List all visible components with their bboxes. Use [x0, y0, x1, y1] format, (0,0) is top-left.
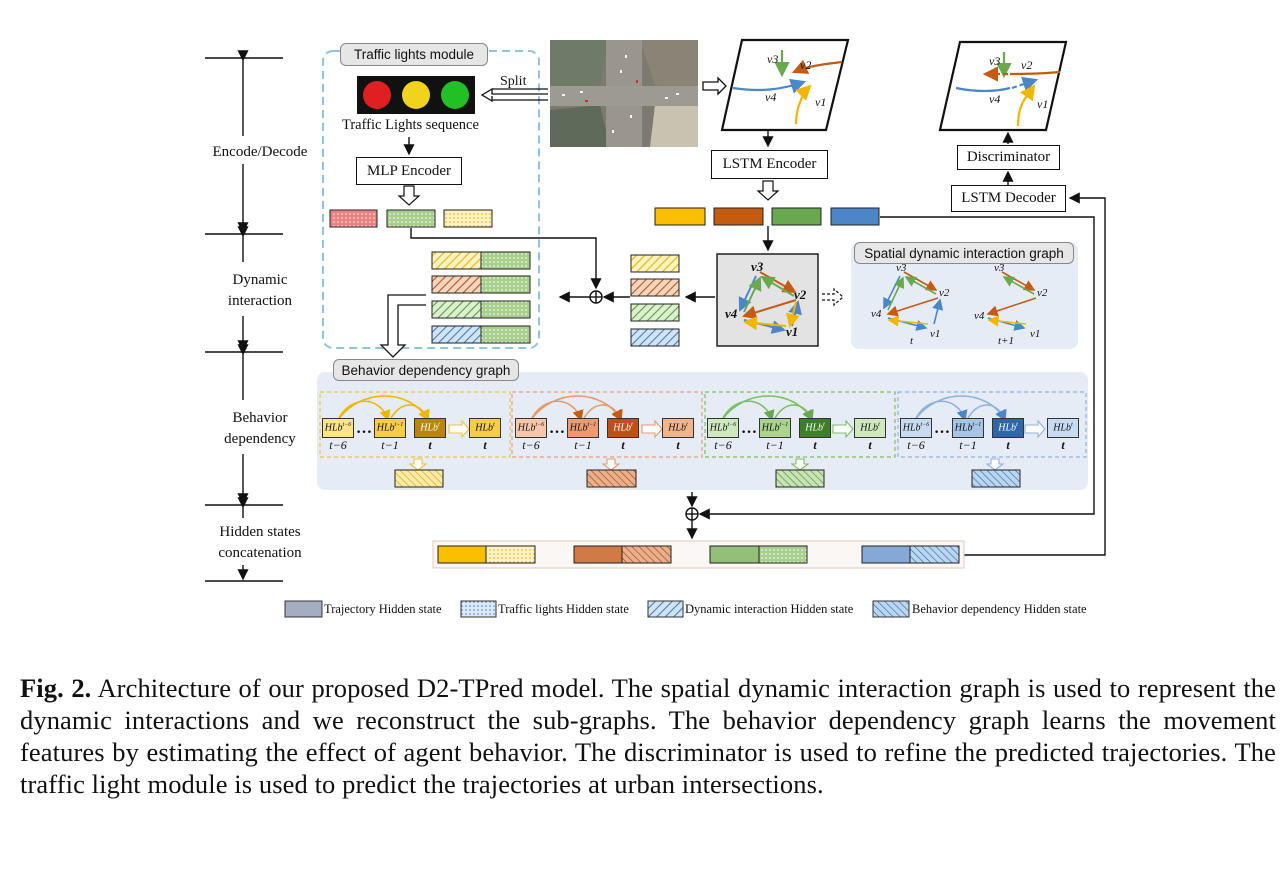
behavior-node: HLbt	[607, 418, 639, 438]
graph-node-v2: v2	[794, 287, 807, 302]
behavior-node: HLbt−6	[900, 418, 932, 438]
scene-out-v4: v4	[989, 92, 1001, 106]
behavior-time-label: t	[868, 438, 872, 452]
behavior-node: HLbt−1	[952, 418, 984, 438]
spatial-time-t: t	[910, 335, 914, 347]
spatial-t1-v2: v2	[1037, 287, 1048, 299]
stage-behavior-dependency: Behavior dependency	[224, 410, 296, 447]
spatial-graph-title: Spatial dynamic interaction graph	[854, 242, 1074, 264]
behavior-node: HLbt	[414, 418, 446, 438]
behavior-time-label: t−6	[329, 438, 347, 452]
interaction-graph-box	[716, 253, 819, 347]
behavior-graph-title: Behavior dependency graph	[333, 359, 519, 381]
stage-dynamic-interaction: Dynamic interaction	[227, 272, 293, 309]
behavior-time-label: t−1	[574, 438, 592, 452]
behavior-node: HLbt	[854, 418, 886, 438]
red-light-icon	[363, 81, 391, 109]
caption-label: Fig. 2.	[20, 673, 92, 703]
scene-out-v2: v2	[1021, 58, 1033, 72]
scene-out-v1: v1	[1037, 97, 1049, 111]
legend-dynamic: Dynamic interaction Hidden state	[685, 601, 854, 616]
discriminator-block: Discriminator	[957, 145, 1060, 170]
spatial-t1-v4: v4	[974, 310, 985, 322]
ellipsis: …	[741, 420, 757, 437]
behavior-node: HLbt−6	[707, 418, 739, 438]
lstm-encoder-block: LSTM Encoder	[711, 150, 828, 179]
traffic-sequence-label: Traffic Lights sequence	[342, 117, 479, 133]
graph-node-v4: v4	[725, 306, 738, 321]
stage-encode-decode: Encode/Decode	[212, 144, 308, 160]
spatial-time-t1: t+1	[998, 335, 1014, 347]
traffic-module-title: Traffic lights module	[340, 43, 488, 66]
behavior-node: HLbt	[662, 418, 694, 438]
ellipsis: …	[934, 420, 950, 437]
yellow-light-icon	[402, 81, 430, 109]
behavior-node: HLbt	[799, 418, 831, 438]
behavior-node: HLbt	[469, 418, 501, 438]
ellipsis: …	[356, 420, 372, 437]
trajectory-scene-input	[720, 38, 850, 132]
figure-caption: Fig. 2. Architecture of our proposed D2-…	[20, 672, 1276, 800]
behavior-node: HLbt−1	[374, 418, 406, 438]
behavior-node: HLbt	[1047, 418, 1079, 438]
behavior-time-label: t−1	[959, 438, 977, 452]
stage-scale	[205, 50, 283, 582]
spatial-t1-v1: v1	[1030, 328, 1041, 340]
spatial-t-v1: v1	[930, 328, 941, 340]
behavior-time-label: t	[1006, 438, 1010, 452]
behavior-node: HLbt	[992, 418, 1024, 438]
behavior-time-label: t−1	[766, 438, 784, 452]
behavior-time-label: t−6	[522, 438, 540, 452]
ellipsis: …	[549, 420, 565, 437]
trajectory-scene-output	[938, 40, 1068, 132]
behavior-time-label: t	[676, 438, 680, 452]
scene-in-v4: v4	[765, 90, 777, 104]
behavior-node: HLbt−1	[759, 418, 791, 438]
mlp-encoder-block: MLP Encoder	[356, 157, 462, 185]
behavior-time-label: t−1	[381, 438, 399, 452]
behavior-time-label: t	[813, 438, 817, 452]
legend-behavior: Behavior dependency Hidden state	[912, 601, 1087, 616]
legend-trajectory: Trajectory Hidden state	[324, 601, 442, 616]
legend-traffic: Traffic lights Hidden state	[498, 601, 629, 616]
scene-in-v2: v2	[800, 58, 812, 72]
behavior-node: HLbt−6	[515, 418, 547, 438]
behavior-time-label: t−6	[714, 438, 732, 452]
caption-text: Architecture of our proposed D2-TPred mo…	[20, 673, 1276, 799]
aerial-intersection-image	[550, 40, 698, 147]
scene-in-v1: v1	[815, 95, 827, 109]
spatial-t-v4: v4	[871, 308, 882, 320]
behavior-time-label: t	[1061, 438, 1065, 452]
graph-node-v1: v1	[786, 324, 799, 339]
diagram-canvas	[205, 38, 1106, 618]
behavior-node: HLbt−1	[567, 418, 599, 438]
scene-in-v3: v3	[767, 52, 779, 66]
green-light-icon	[441, 81, 469, 109]
stage-hidden-concat: Hidden states concatenation	[218, 524, 302, 561]
behavior-node: HLbt−6	[322, 418, 354, 438]
behavior-time-label: t	[428, 438, 432, 452]
spatial-t-v2: v2	[939, 287, 950, 299]
spatial-t1-v3: v3	[994, 262, 1005, 274]
scene-out-v3: v3	[989, 54, 1001, 68]
graph-node-v3: v3	[751, 259, 764, 274]
behavior-time-label: t−6	[907, 438, 925, 452]
spatial-t-v3: v3	[896, 262, 907, 274]
lstm-decoder-block: LSTM Decoder	[951, 185, 1066, 212]
behavior-time-label: t	[483, 438, 487, 452]
split-label: Split	[500, 74, 527, 89]
behavior-time-label: t	[621, 438, 625, 452]
